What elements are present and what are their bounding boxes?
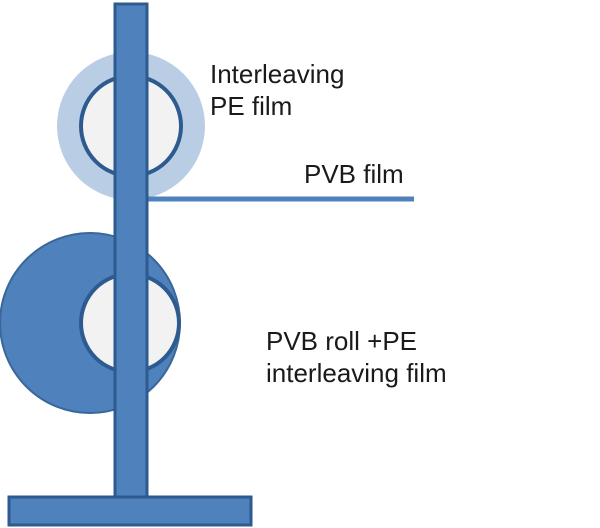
pe-film-label-line2: PE film	[210, 91, 293, 121]
stand-base	[7, 495, 253, 527]
pvb-film-label: PVB film	[304, 158, 404, 190]
pe-film-label: Interleaving PE film	[210, 58, 344, 122]
pvb-roll-label-line2: interleaving film	[266, 358, 447, 388]
stand-post	[113, 2, 149, 504]
pvb-roll-label-line1: PVB roll +PE	[266, 326, 418, 356]
pvb-roll-label: PVB roll +PE interleaving film	[266, 325, 447, 389]
pe-film-label-line1: Interleaving	[210, 59, 345, 89]
pvb-film-label-text: PVB film	[304, 159, 404, 189]
